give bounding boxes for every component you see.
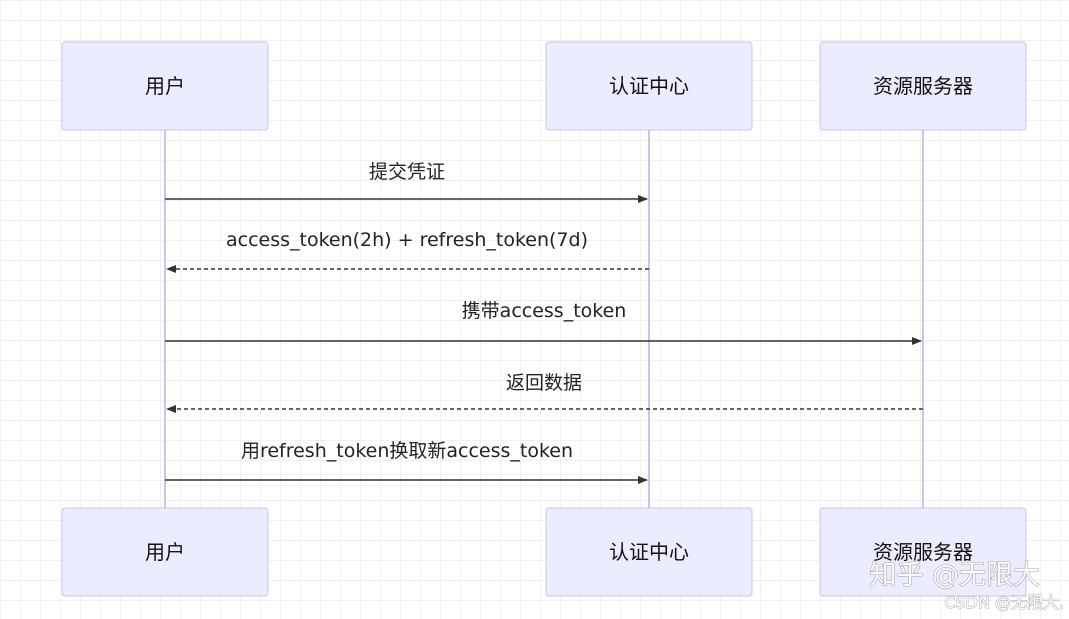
watermark-zhihu: 知乎 @无限大 <box>869 560 1040 591</box>
actor-box <box>545 507 753 597</box>
actor-bottom-auth: 认证中心 <box>545 507 753 597</box>
actor-top-user: 用户 <box>61 41 269 131</box>
message-return-tokens: access_token(2h) + refresh_token(7d) <box>166 229 649 273</box>
message-label: 携带access_token <box>462 300 627 322</box>
message-label: 返回数据 <box>506 372 582 394</box>
actor-top-auth: 认证中心 <box>545 41 753 131</box>
actor-label: 用户 <box>145 540 185 564</box>
actor-bottom-user: 用户 <box>61 507 269 597</box>
actor-top-resource: 资源服务器 <box>819 41 1027 131</box>
actor-label: 认证中心 <box>609 74 689 98</box>
message-label: 用refresh_token换取新access_token <box>241 440 573 462</box>
message-carry-access-token: 携带access_token <box>165 300 922 345</box>
message-return-data: 返回数据 <box>166 372 923 413</box>
message-label: 提交凭证 <box>369 161 445 183</box>
actor-label: 认证中心 <box>609 540 689 564</box>
actor-label: 用户 <box>145 74 185 98</box>
actor-bottom-resource: 资源服务器 <box>819 507 1027 597</box>
actor-box <box>545 41 753 131</box>
message-refresh-token: 用refresh_token换取新access_token <box>165 440 648 484</box>
watermark-csdn: CSDN @无限大. <box>944 593 1064 612</box>
message-submit-credentials: 提交凭证 <box>165 161 648 203</box>
actor-label: 资源服务器 <box>873 74 973 98</box>
actor-label: 资源服务器 <box>873 540 973 564</box>
actor-box <box>819 41 1027 131</box>
actor-box <box>61 507 269 597</box>
actor-box <box>61 41 269 131</box>
actor-box <box>819 507 1027 597</box>
message-label: access_token(2h) + refresh_token(7d) <box>226 229 588 251</box>
